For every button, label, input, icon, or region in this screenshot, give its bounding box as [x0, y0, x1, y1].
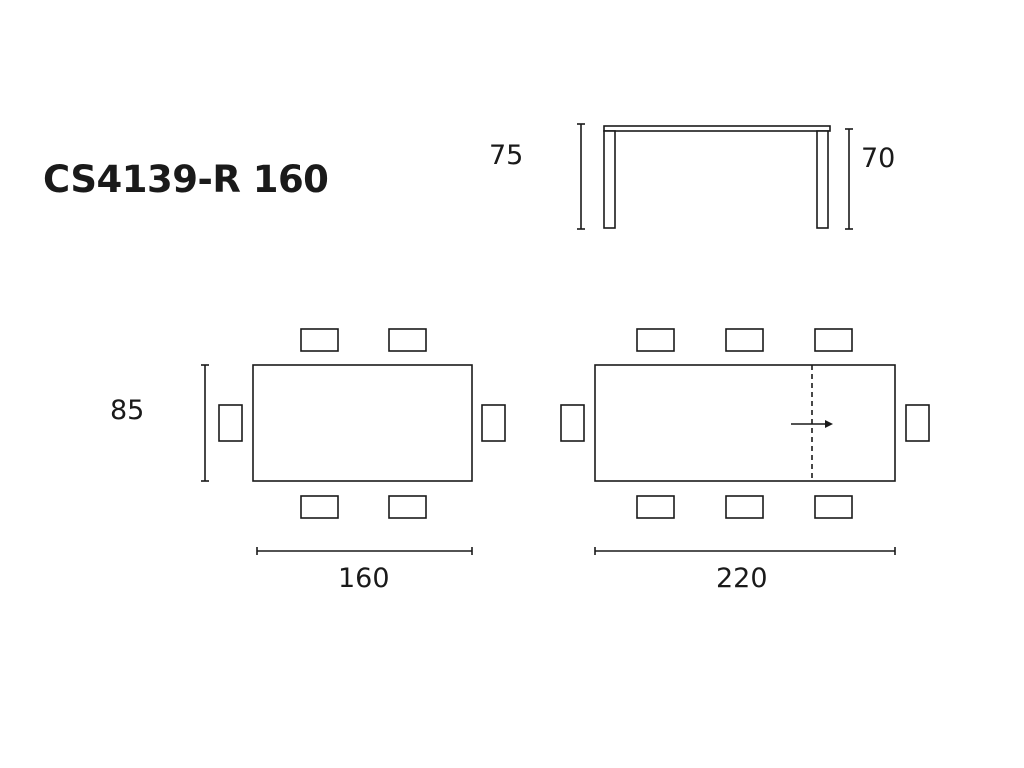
dimension-length-extended: 220 — [716, 563, 768, 594]
dimension-length-closed: 160 — [338, 563, 390, 594]
chair-seat — [388, 328, 427, 352]
chair-seat — [218, 404, 243, 442]
dimension-depth: 85 — [110, 395, 145, 426]
table-top-closed — [252, 364, 473, 482]
chair-seat — [300, 495, 339, 519]
chair-seat — [814, 495, 853, 519]
plan-closed — [201, 328, 506, 555]
chair-seat — [905, 404, 930, 442]
dimension-height-table: 75 — [489, 140, 524, 171]
chair-seat — [725, 495, 764, 519]
chair-seat — [481, 404, 506, 442]
side-elevation — [577, 123, 853, 230]
table-leg-right — [816, 130, 829, 229]
plan-extended — [560, 328, 930, 555]
table-top-side — [603, 125, 831, 132]
table-top-extended — [594, 364, 896, 482]
chair-seat — [636, 328, 675, 352]
product-title: CS4139-R 160 — [43, 158, 329, 201]
chair-seat — [560, 404, 585, 442]
chair-seat — [300, 328, 339, 352]
chair-seat — [388, 495, 427, 519]
extension-arrowhead-icon — [825, 420, 833, 428]
chair-seat — [636, 495, 675, 519]
chair-seat — [725, 328, 764, 352]
chair-seat — [814, 328, 853, 352]
table-leg-left — [603, 130, 616, 229]
dimension-height-frame: 70 — [861, 143, 896, 174]
